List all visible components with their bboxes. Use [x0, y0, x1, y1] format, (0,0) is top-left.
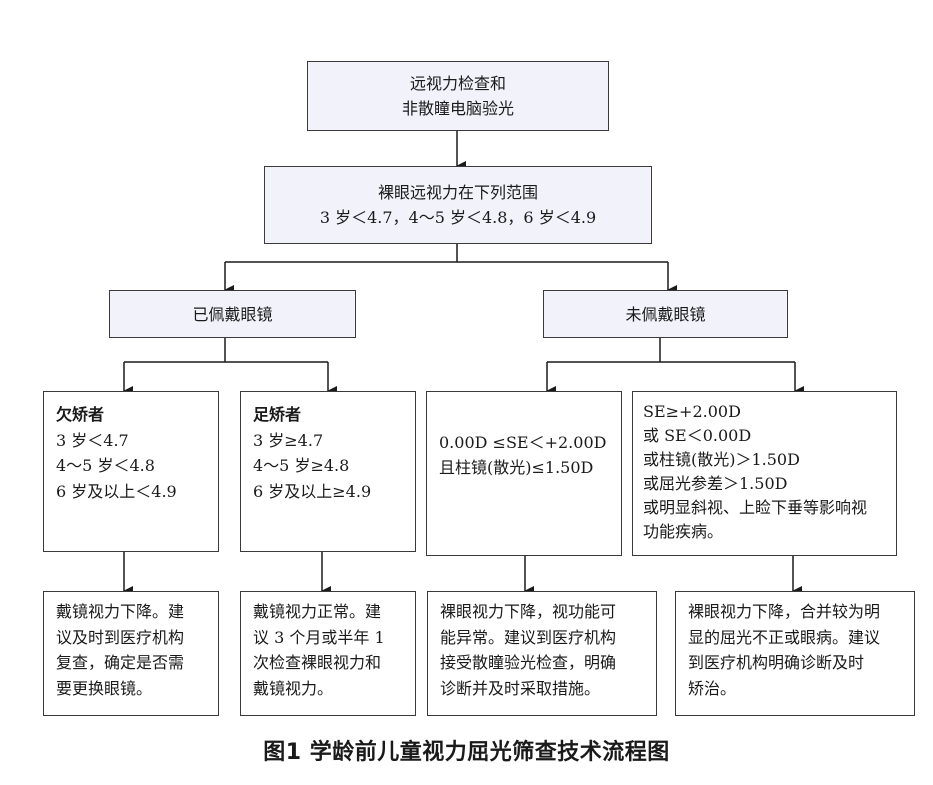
- advice-full-line-4: 戴镜视力。: [253, 678, 334, 698]
- node-fully-corrected-line-1: 3 岁≥4.7: [253, 430, 324, 450]
- node-vision-check-line-2: 非散瞳电脑验光: [401, 99, 514, 118]
- node-not-wearing-glasses: 未佩戴眼镜: [543, 290, 788, 338]
- node-abnormal-refraction-line-6: 功能疾病。: [643, 522, 724, 541]
- advice-abnormal-line-1: 裸眼视力下降，合并较为明: [688, 602, 881, 621]
- advice-normal-line-1: 裸眼视力下降，视功能可: [440, 602, 617, 621]
- node-abnormal-refraction-line-1: SE≥+2.00D: [643, 402, 741, 421]
- node-under-corrected-line-3: 6 岁及以上＜4.9: [56, 481, 177, 501]
- advice-normal-refraction: 裸眼视力下降，视功能可 能异常。建议到医疗机构 接受散瞳验光检查，明确 诊断并及…: [427, 591, 657, 716]
- advice-abnormal-refraction: 裸眼视力下降，合并较为明 显的屈光不正或眼病。建议 到医疗机构明确诊断及时 矫治…: [675, 591, 915, 716]
- node-vision-check-line-1: 远视力检查和: [409, 74, 506, 93]
- node-range-line-2: 3 岁＜4.7，4～5 岁＜4.8，6 岁＜4.9: [319, 208, 597, 227]
- node-under-corrected: 欠矫者 3 岁＜4.7 4～5 岁＜4.8 6 岁及以上＜4.9: [43, 391, 219, 552]
- advice-under-line-3: 复查，确定是否需: [56, 653, 185, 672]
- advice-normal-line-2: 能异常。建议到医疗机构: [440, 627, 617, 647]
- advice-normal-line-4: 诊断并及时采取措施。: [440, 678, 601, 698]
- node-uncorrected-range: 裸眼远视力在下列范围 3 岁＜4.7，4～5 岁＜4.8，6 岁＜4.9: [264, 166, 652, 244]
- node-under-corrected-line-1: 3 岁＜4.7: [56, 430, 129, 450]
- advice-under-corrected: 戴镜视力下降。建 议及时到医疗机构 复查，确定是否需 要更换眼镜。: [43, 591, 219, 716]
- node-under-corrected-title: 欠矫者: [56, 405, 105, 424]
- advice-full-line-2: 议 3 个月或半年 1: [253, 627, 385, 647]
- node-wearing-glasses: 已佩戴眼镜: [109, 290, 356, 338]
- node-range-line-1: 裸眼远视力在下列范围: [377, 183, 538, 202]
- node-abnormal-refraction-line-4: 或屈光参差＞1.50D: [643, 474, 788, 493]
- node-vision-check: 远视力检查和 非散瞳电脑验光: [307, 61, 609, 131]
- node-fully-corrected-title: 足矫者: [253, 405, 302, 424]
- advice-under-line-2: 议及时到医疗机构: [56, 627, 185, 647]
- advice-abnormal-line-4: 矫治。: [688, 678, 737, 698]
- advice-abnormal-line-3: 到医疗机构明确诊断及时: [688, 653, 865, 672]
- advice-under-line-4: 要更换眼镜。: [56, 678, 153, 698]
- advice-full-line-1: 戴镜视力正常。建: [253, 602, 382, 621]
- node-normal-refraction-line-1: 0.00D ≤SE＜+2.00D: [439, 433, 607, 452]
- node-abnormal-refraction-line-3: 或柱镜(散光)＞1.50D: [643, 450, 800, 469]
- node-not-wearing-glasses-label: 未佩戴眼镜: [625, 304, 706, 324]
- figure-caption: 图1 学龄前儿童视力屈光筛查技术流程图: [263, 740, 670, 765]
- node-normal-refraction: 0.00D ≤SE＜+2.00D 且柱镜(散光)≤1.50D: [426, 391, 622, 556]
- advice-normal-line-3: 接受散瞳验光检查，明确: [440, 653, 617, 672]
- advice-under-line-1: 戴镜视力下降。建: [56, 602, 185, 621]
- node-abnormal-refraction-line-5: 或明显斜视、上睑下垂等影响视: [643, 498, 868, 517]
- node-wearing-glasses-label: 已佩戴眼镜: [192, 304, 273, 324]
- advice-full-line-3: 次检查裸眼视力和: [253, 653, 382, 672]
- node-fully-corrected-line-3: 6 岁及以上≥4.9: [253, 481, 372, 501]
- advice-abnormal-line-2: 显的屈光不正或眼病。建议: [688, 627, 881, 647]
- node-normal-refraction-line-2: 且柱镜(散光)≤1.50D: [439, 458, 594, 477]
- node-under-corrected-line-2: 4～5 岁＜4.8: [56, 456, 155, 475]
- node-fully-corrected: 足矫者 3 岁≥4.7 4～5 岁≥4.8 6 岁及以上≥4.9: [240, 391, 416, 552]
- node-abnormal-refraction: SE≥+2.00D 或 SE＜0.00D 或柱镜(散光)＞1.50D 或屈光参差…: [632, 391, 897, 556]
- advice-fully-corrected: 戴镜视力正常。建 议 3 个月或半年 1 次检查裸眼视力和 戴镜视力。: [240, 591, 416, 716]
- node-fully-corrected-line-2: 4～5 岁≥4.8: [253, 456, 350, 475]
- node-abnormal-refraction-line-2: 或 SE＜0.00D: [643, 426, 752, 445]
